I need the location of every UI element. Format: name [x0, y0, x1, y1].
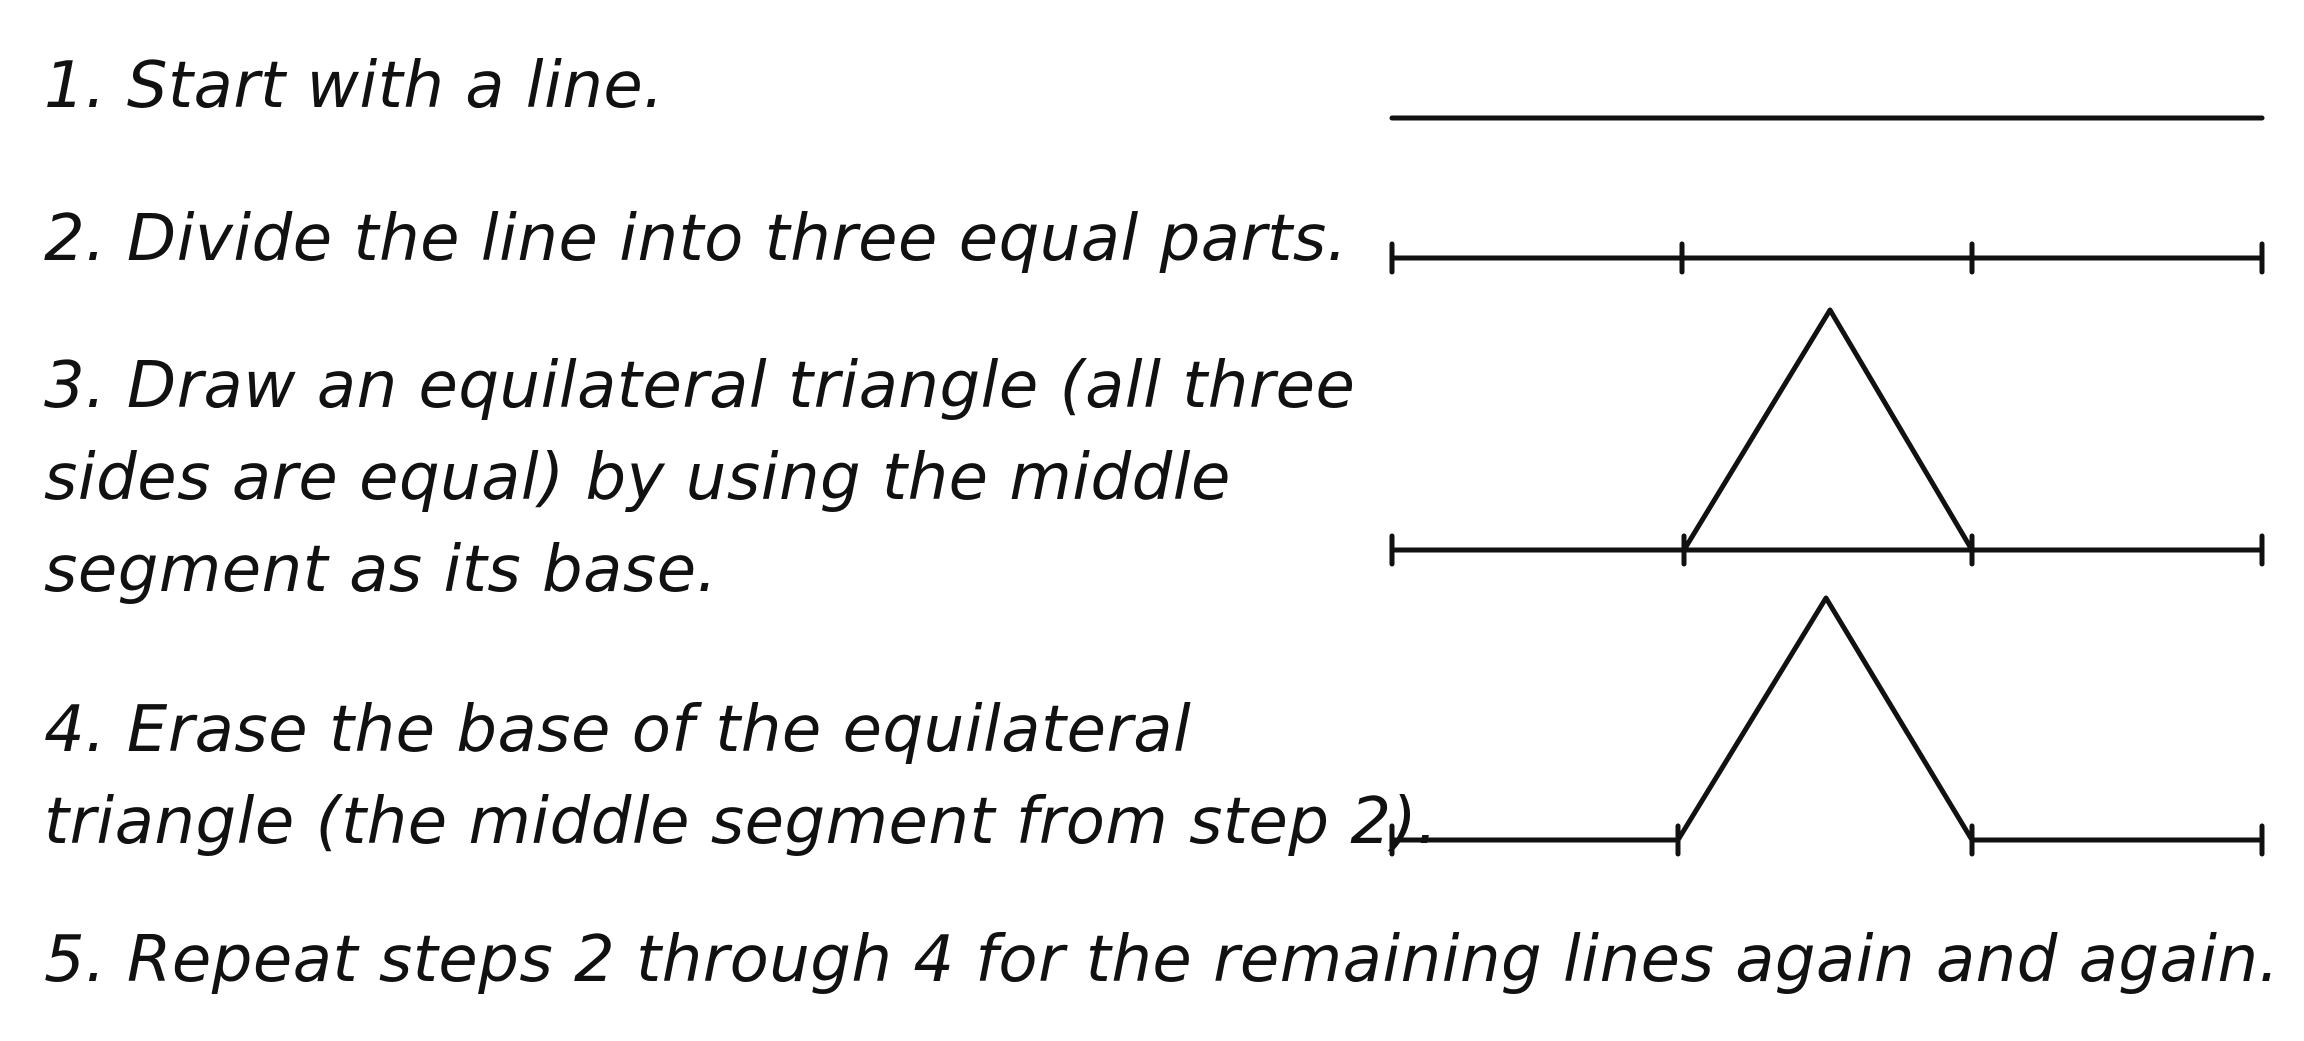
step-2-number: 2.: [44, 202, 107, 276]
step-2: 2. Divide the line into three equal part…: [44, 193, 1348, 285]
step-4-drawing: [1389, 595, 2265, 857]
step-4-number: 4.: [44, 693, 107, 767]
step-4: 4. Erase the base of the equilateral tri…: [44, 684, 1438, 868]
step-3-number: 3.: [44, 349, 107, 423]
step-4-line-1: 4. Erase the base of the equilateral: [44, 684, 1438, 776]
step-4-line-2: triangle (the middle segment from step 2…: [44, 785, 1438, 859]
step-5-text: Repeat steps 2 through 4 for the remaini…: [126, 923, 2280, 997]
step-4-text-1: Erase the base of the equilateral: [126, 693, 1192, 767]
step-3-triangle: [1681, 307, 1975, 553]
step-1-number: 1.: [44, 49, 107, 123]
step-5-number: 5.: [44, 923, 107, 997]
step-1-text: Start with a line.: [126, 49, 665, 123]
step-5: 5. Repeat steps 2 through 4 for the rema…: [44, 914, 2279, 1006]
step-1: 1. Start with a line.: [44, 40, 664, 132]
step-3-line-2: sides are equal) by using the middle: [44, 441, 1231, 515]
step-3-text-1: Draw an equilateral triangle (all three: [126, 349, 1356, 423]
step-2-text: Divide the line into three equal parts.: [126, 202, 1348, 276]
step-4-koch-curve: [1389, 595, 2265, 843]
step-2-drawing: [1389, 241, 2265, 275]
step-3-drawing: [1389, 307, 2265, 567]
step-3-line-1: 3. Draw an equilateral triangle (all thr…: [44, 340, 1355, 432]
step-3: 3. Draw an equilateral triangle (all thr…: [44, 340, 1355, 616]
step-3-line-3: segment as its base.: [44, 533, 718, 607]
